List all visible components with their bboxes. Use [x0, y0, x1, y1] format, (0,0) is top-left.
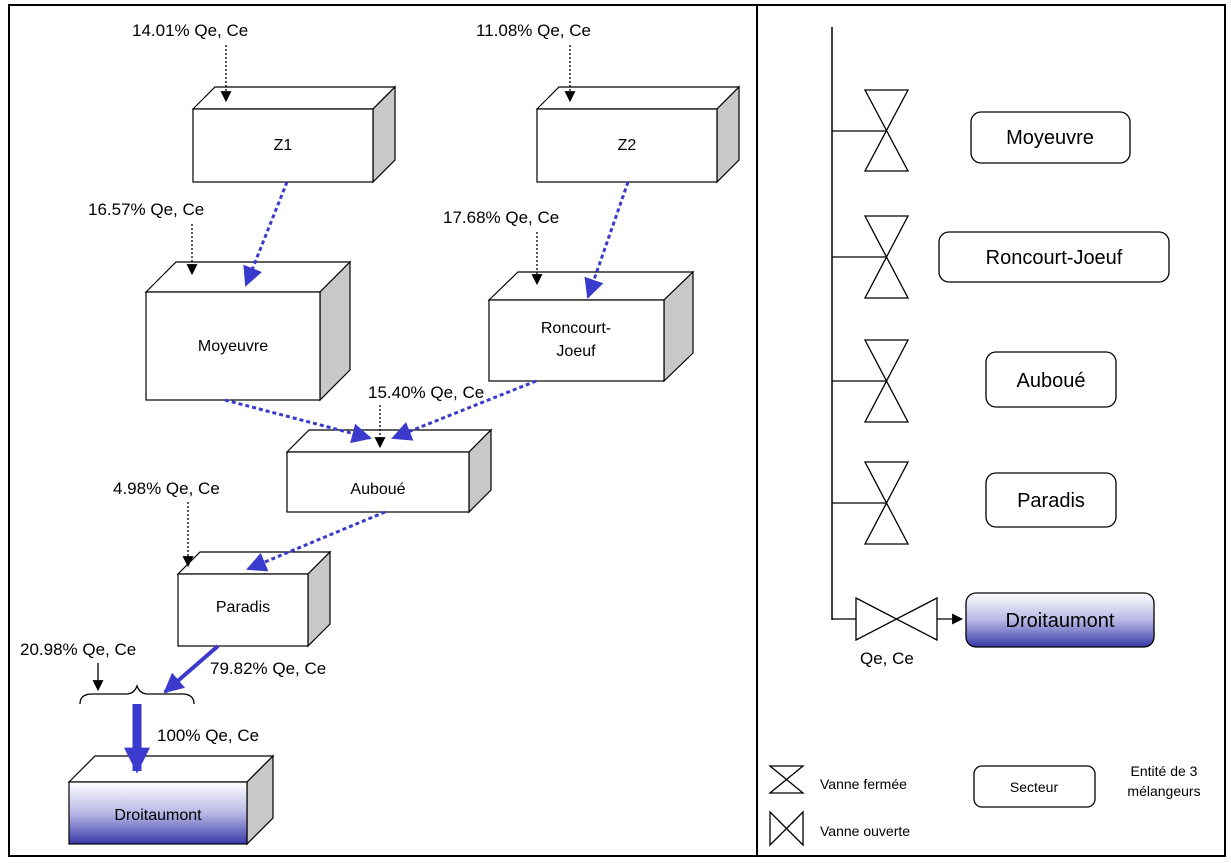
paradis-outflow-label: 79.82% Qe, Ce	[210, 659, 326, 678]
box-droitaumont-label: Droitaumont	[114, 807, 202, 824]
legend-open-valve-icon	[769, 810, 804, 847]
legend: Vanne fermée Vanne ouverte Secteur Entit…	[768, 763, 1201, 847]
box-auboue-label: Auboué	[350, 481, 405, 498]
box-roncourt-label-1: Roncourt-	[541, 320, 611, 337]
box-moyeuvre-label: Moyeuvre	[198, 338, 268, 355]
valve-moyeuvre-closed	[832, 89, 910, 172]
total-flow-label: 100% Qe, Ce	[157, 726, 259, 745]
box-z1: Z1	[191, 85, 397, 184]
flow-z2-to-roncourt	[584, 181, 630, 299]
valve-droitaumont-open	[832, 596, 964, 642]
outflow-label: Qe, Ce	[860, 649, 914, 668]
sector-auboue: Auboué	[985, 351, 1117, 408]
sector-paradis-label: Paradis	[1017, 490, 1085, 512]
legend-closed-valve-label: Vanne fermée	[820, 776, 907, 792]
legend-open-valve-label: Vanne ouverte	[820, 823, 910, 839]
box-z1-label: Z1	[274, 137, 293, 154]
flow-moyeuvre-to-auboue	[224, 398, 372, 444]
sector-roncourt-label: Roncourt-Joeuf	[986, 247, 1123, 269]
valve-auboue-closed	[832, 339, 910, 423]
legend-sector-box	[973, 765, 1096, 808]
inflow-direct-label: 20.98% Qe, Ce	[20, 640, 136, 659]
right-panel-frame	[756, 4, 1226, 857]
inflow-z2-label: 11.08% Qe, Ce	[476, 21, 591, 40]
sector-auboue-label: Auboué	[1017, 370, 1086, 392]
box-paradis: Paradis	[176, 550, 332, 648]
inflow-roncourt-label: 17.68% Qe, Ce	[443, 208, 559, 227]
inflow-auboue-label: 15.40% Qe, Ce	[368, 383, 484, 402]
flow-paradis-to-merge	[163, 644, 220, 694]
sector-moyeuvre-label: Moyeuvre	[1006, 127, 1094, 149]
valve-roncourt-closed	[832, 215, 910, 299]
legend-entity-label-1: Entité de 3	[1131, 763, 1198, 779]
merge-brace	[79, 684, 195, 705]
sector-moyeuvre: Moyeuvre	[970, 111, 1131, 164]
flow-z1-to-moyeuvre	[243, 181, 289, 287]
box-z2: Z2	[535, 85, 741, 184]
sector-droitaumont: Droitaumont	[965, 592, 1155, 648]
legend-closed-valve-icon	[768, 765, 805, 794]
inflow-moyeuvre-label: 16.57% Qe, Ce	[88, 200, 204, 219]
inflow-z1-label: 14.01% Qe, Ce	[132, 21, 248, 40]
legend-sector-label: Secteur	[1010, 779, 1059, 795]
valve-paradis-closed	[832, 461, 910, 545]
box-z2-label: Z2	[618, 137, 637, 154]
sector-droitaumont-label: Droitaumont	[1006, 610, 1115, 632]
inflow-paradis-label: 4.98% Qe, Ce	[113, 479, 220, 498]
box-droitaumont: Droitaumont	[67, 754, 275, 846]
box-moyeuvre: Moyeuvre	[144, 260, 352, 402]
sector-roncourt-joeuf: Roncourt-Joeuf	[938, 231, 1170, 283]
box-roncourt-label-2: Joeuf	[556, 343, 596, 360]
legend-entity-label-2: mélangeurs	[1127, 783, 1200, 799]
flow-roncourt-to-auboue	[391, 379, 537, 441]
sector-paradis: Paradis	[985, 472, 1117, 528]
box-paradis-label: Paradis	[216, 599, 270, 616]
flow-auboue-to-paradis	[246, 510, 386, 572]
box-auboue: Auboué	[285, 428, 493, 514]
